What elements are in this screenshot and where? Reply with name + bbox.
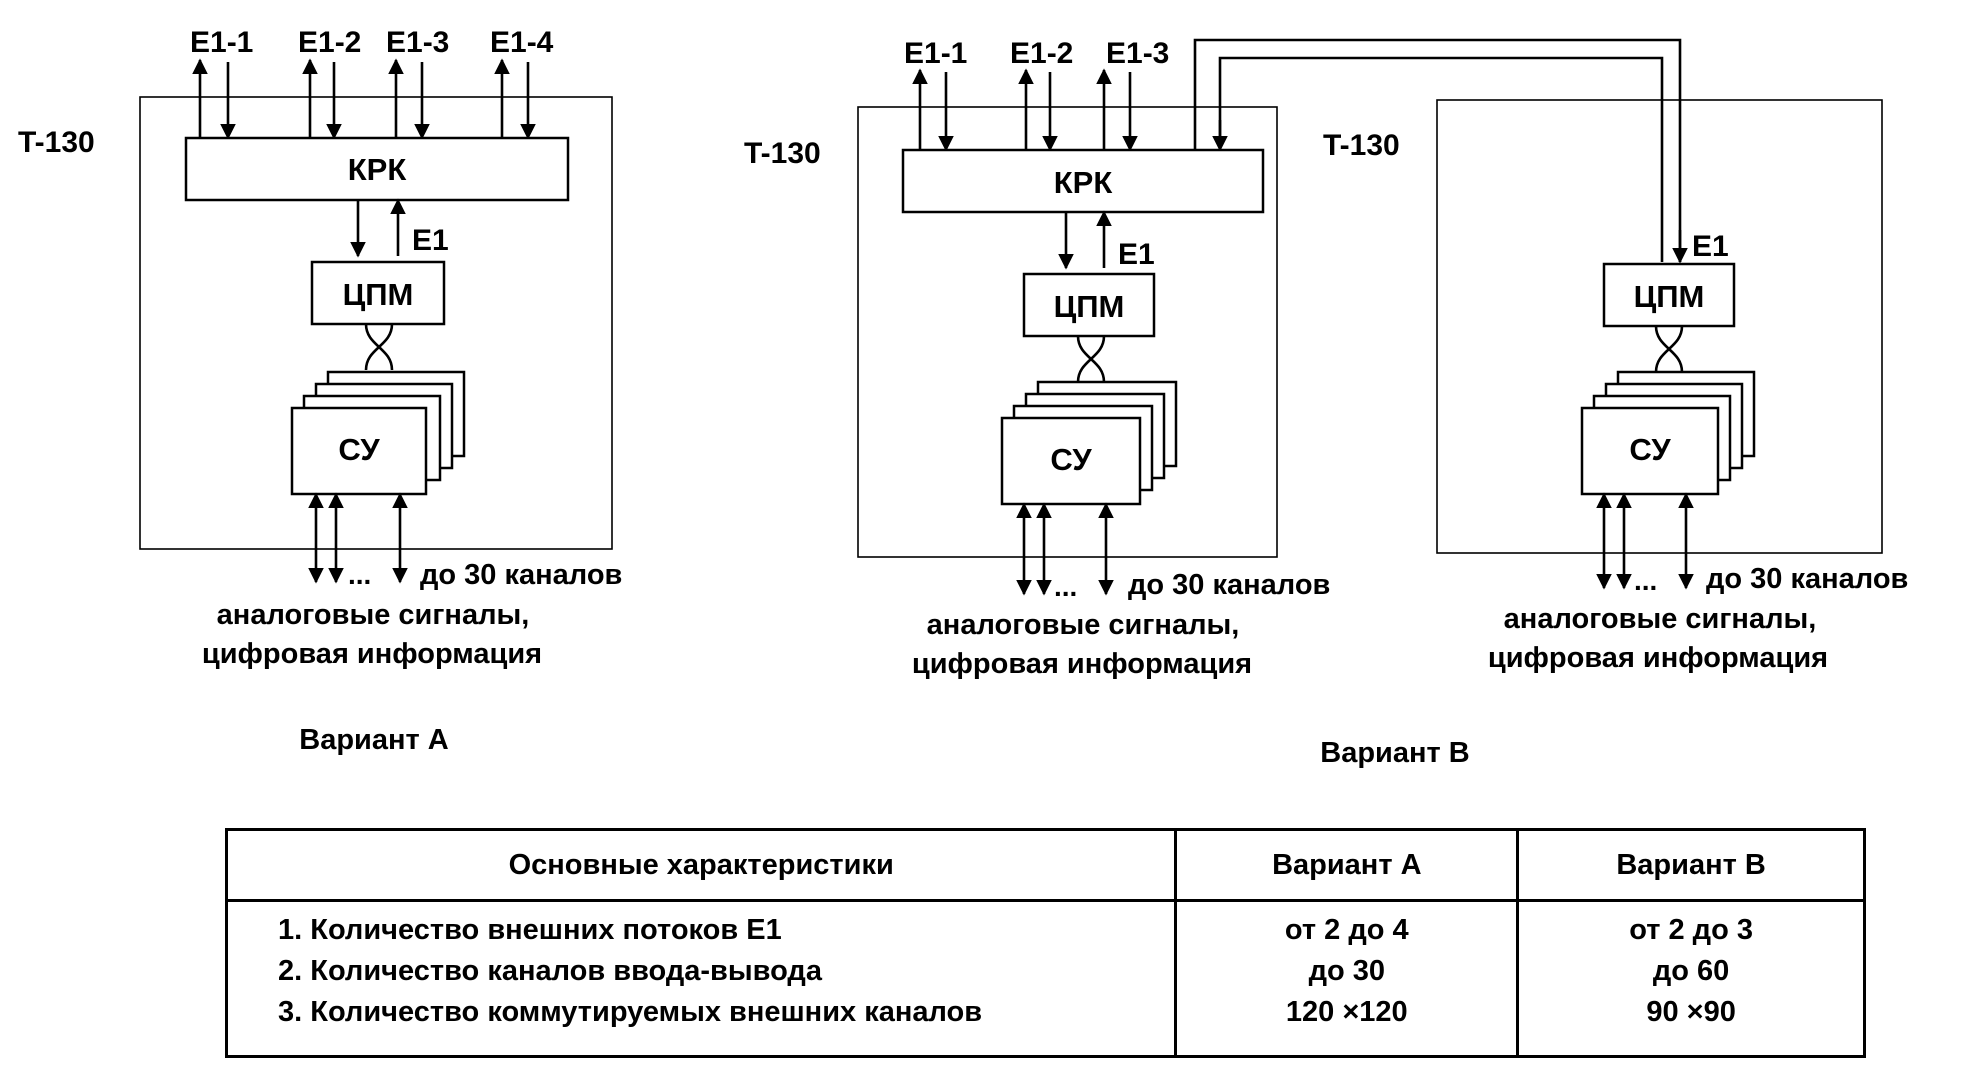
su-stack-b-right: [1580, 370, 1756, 496]
table-body-row: 1. Количество внешних потоков E1 2. Коли…: [224, 900, 1866, 1057]
value-b-switched-channels: 90 ×90: [1646, 996, 1736, 1028]
signals-line2-b-left: цифровая информация: [912, 648, 1252, 680]
e1-label-b-left: E1: [1118, 238, 1155, 271]
e1-3-label-a: E1-3: [386, 26, 449, 59]
inter-device-link-outer: [1193, 38, 1682, 262]
channels-label-b-right: до 30 каналов: [1706, 563, 1908, 595]
device-label-b-right: T-130: [1323, 129, 1400, 162]
t130-frame-a: [139, 96, 613, 550]
e1-2-label-a: E1-2: [298, 26, 361, 59]
dots-b-left: ...: [1054, 571, 1077, 602]
e1-1-label-a: E1-1: [190, 26, 253, 59]
cpm-label-b-left: ЦПМ: [1054, 289, 1125, 324]
signals-line2-b-right: цифровая информация: [1488, 642, 1828, 674]
su-label-b-left: СУ: [1050, 442, 1092, 477]
cpm-label-a: ЦПМ: [343, 277, 414, 312]
value-a-e1-streams: от 2 до 4: [1284, 914, 1409, 946]
features-cell: 1. Количество внешних потоков E1 2. Коли…: [224, 900, 1178, 1057]
device-label-b-left: T-130: [744, 137, 821, 170]
cpm-block-b-right: [1602, 262, 1736, 328]
e1-label-b-right: E1: [1692, 230, 1729, 263]
signals-line1-b-left: аналоговые сигналы,: [927, 609, 1240, 641]
dots-a: ...: [348, 559, 371, 590]
value-b-e1-streams: от 2 до 3: [1629, 914, 1753, 946]
diagram-canvas: T-130 E1-1 E1-2 E1-3 E1-4 КРК E1 ЦПМ: [18, 26, 1908, 769]
signals-line2-a: цифровая информация: [202, 638, 542, 670]
header-variant-a: Вариант A: [1174, 829, 1520, 902]
e1-label-a: E1: [412, 224, 449, 257]
cpm-block-b-left: [1022, 272, 1156, 338]
su-stack-b-left: [1000, 380, 1178, 506]
feature-e1-streams: 1. Количество внешних потоков E1: [278, 914, 782, 946]
table-header-row: Основные характеристики Вариант A Вариан…: [224, 829, 1866, 902]
e1-2-label-b: E1-2: [1010, 37, 1073, 70]
cpm-label-b-right: ЦПМ: [1634, 279, 1705, 314]
channels-label-b-left: до 30 каналов: [1128, 569, 1330, 601]
header-variant-b: Вариант B: [1516, 829, 1866, 902]
inter-device-link-inner: [1218, 56, 1664, 262]
variant-b-values-cell: от 2 до 3 до 60 90 ×90: [1516, 900, 1866, 1057]
e1-4-label-a: E1-4: [490, 26, 554, 59]
feature-io-channels: 2. Количество каналов ввода-вывода: [278, 955, 822, 987]
signals-line1-a: аналоговые сигналы,: [217, 599, 530, 631]
t130-frame-b-right: [1436, 99, 1883, 554]
signals-line1-b-right: аналоговые сигналы,: [1504, 603, 1817, 635]
variant-a-values-cell: от 2 до 4 до 30 120 ×120: [1174, 900, 1520, 1057]
cpm-su-twist-a: [364, 323, 394, 371]
su-stack-a: [290, 370, 466, 496]
krk-block-a: [184, 136, 570, 202]
channel-arrows-b-right: [1596, 492, 1694, 590]
caption-variant-a: Вариант A: [299, 724, 449, 756]
characteristics-table: Основные характеристики Вариант A Вариан…: [224, 828, 1866, 1058]
device-label-a: T-130: [18, 126, 95, 159]
value-b-io-channels: до 60: [1652, 955, 1730, 987]
feature-switched-channels: 3. Количество коммутируемых внешних кана…: [278, 996, 983, 1028]
channel-arrows-b-left: [1016, 502, 1114, 596]
e1-arrows-b: [912, 68, 1138, 152]
cpm-su-twist-b-right: [1654, 325, 1684, 373]
header-characteristics: Основные характеристики: [224, 829, 1178, 902]
cpm-block-a: [310, 260, 446, 326]
variant-a: T-130 E1-1 E1-2 E1-3 E1-4 КРК E1 ЦПМ: [18, 26, 622, 756]
dots-b-right: ...: [1634, 565, 1657, 596]
krk-label-b: КРК: [1054, 165, 1113, 200]
value-a-switched-channels: 120 ×120: [1285, 996, 1408, 1028]
e1-1-label-b: E1-1: [904, 37, 967, 70]
caption-variant-b: Вариант B: [1320, 737, 1469, 769]
krk-block-b: [901, 148, 1265, 214]
su-label-b-right: СУ: [1629, 432, 1671, 467]
variant-b: T-130 T-130 E1-1 E1-2 E1-3 КРК E1 ЦПМ: [744, 37, 1908, 769]
channel-arrows-a: [308, 492, 408, 584]
e1-3-label-b: E1-3: [1106, 37, 1169, 70]
channels-label-a: до 30 каналов: [420, 559, 622, 591]
cpm-su-twist-b-left: [1076, 335, 1106, 383]
t130-frame-b-left: [857, 106, 1278, 558]
krk-label-a: КРК: [348, 152, 407, 187]
su-label-a: СУ: [338, 432, 380, 467]
value-a-io-channels: до 30: [1308, 955, 1386, 987]
e1-arrows-a: [192, 58, 536, 140]
